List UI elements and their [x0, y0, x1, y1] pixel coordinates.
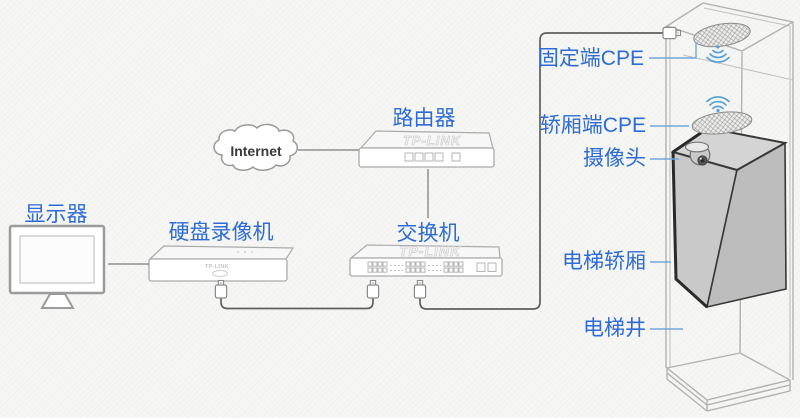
internet-label: Internet [230, 143, 282, 159]
cable-nvr-switch [220, 298, 374, 310]
car-cpe-device [691, 111, 753, 135]
fixed-cpe-label: 固定端CPE [538, 47, 644, 70]
switch-ports [367, 261, 497, 273]
router-device: TP-LINK [358, 130, 495, 168]
wifi-up-icon [706, 96, 730, 113]
fixed-cpe-device [693, 22, 751, 48]
monitor [8, 224, 106, 309]
tplink-logo-nvr: TP-LINK [205, 264, 229, 270]
elevator-car [670, 126, 788, 309]
tplink-logo-switch: TP-LINK [399, 243, 461, 259]
camera-label: 摄像头 [583, 147, 646, 170]
switch-label: 交换机 [397, 222, 460, 245]
tplink-logo-router: TP-LINK [403, 133, 462, 148]
internet-cloud: Internet [213, 123, 298, 171]
elevator-car-label: 电梯轿厢 [562, 250, 646, 273]
nvr-device: TP-LINK [148, 245, 295, 282]
cable-switch-cpe [419, 32, 663, 310]
car-cpe-label: 轿厢端CPE [540, 114, 646, 137]
dome-camera [684, 141, 711, 166]
callout-line-fixed-cpe [649, 42, 697, 59]
nvr-label: 硬盘录像机 [169, 221, 274, 244]
wifi-down-icon [706, 45, 730, 63]
elevator-shaft-label: 电梯井 [583, 317, 646, 340]
router-label: 路由器 [393, 107, 456, 130]
switch-device: TP-LINK [349, 243, 503, 277]
monitor-label: 显示器 [25, 203, 88, 226]
